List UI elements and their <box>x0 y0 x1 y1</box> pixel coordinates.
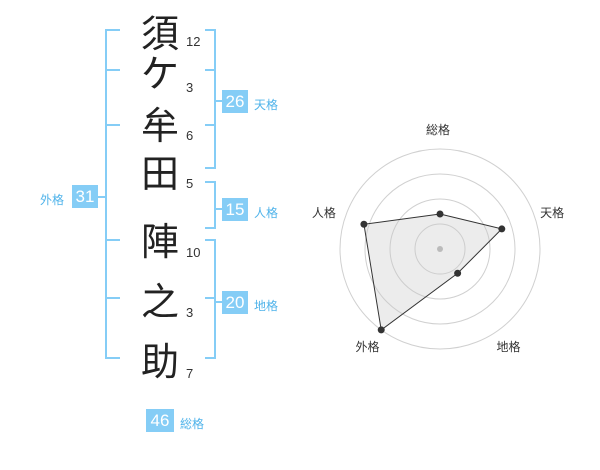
soukaku-label: 総格 <box>180 417 205 431</box>
name-char-5: 陣 <box>140 220 179 264</box>
name-char-2: ケ <box>140 52 179 96</box>
name-char-1: 須 <box>140 12 179 56</box>
radar-axis-label: 地格 <box>496 340 521 355</box>
radar-series-area <box>363 213 503 331</box>
stroke-count-2: 3 <box>186 80 194 95</box>
stroke-count-5: 10 <box>186 245 201 260</box>
radar-point <box>436 210 444 218</box>
tenkaku-label: 天格 <box>254 98 279 112</box>
radar-axis-label: 人格 <box>311 205 336 220</box>
name-char-3: 牟 <box>140 104 179 148</box>
radar-center-dot <box>437 246 443 252</box>
radar-point <box>377 326 385 334</box>
tenkaku-bracket <box>205 29 216 169</box>
stroke-count-6: 3 <box>186 305 194 320</box>
name-char-6: 之 <box>140 280 179 324</box>
stroke-count-7: 7 <box>186 366 194 381</box>
radar-point <box>454 269 462 277</box>
soukaku-value: 46 <box>146 409 174 432</box>
gaikaku-bracket <box>105 29 120 359</box>
radar-axis-label: 外格 <box>355 340 380 355</box>
gaikaku-value: 31 <box>72 185 98 208</box>
chikaku-label: 地格 <box>254 299 279 313</box>
name-char-7: 助 <box>140 340 179 384</box>
radar-point <box>498 225 506 233</box>
jinkaku-bracket <box>205 181 216 229</box>
jinkaku-value: 15 <box>222 198 248 221</box>
name-char-4: 田 <box>140 152 179 196</box>
radar-axis-label: 総格 <box>426 123 451 137</box>
radar-axis-label: 天格 <box>540 205 565 220</box>
tenkaku-value: 26 <box>222 90 248 113</box>
stroke-count-3: 6 <box>186 128 194 143</box>
chikaku-value: 20 <box>222 291 248 314</box>
jinkaku-label: 人格 <box>254 206 279 220</box>
radar-point <box>360 220 368 228</box>
stroke-count-4: 5 <box>186 176 194 191</box>
stroke-count-1: 12 <box>186 34 201 49</box>
gaikaku-label: 外格 <box>40 193 65 207</box>
